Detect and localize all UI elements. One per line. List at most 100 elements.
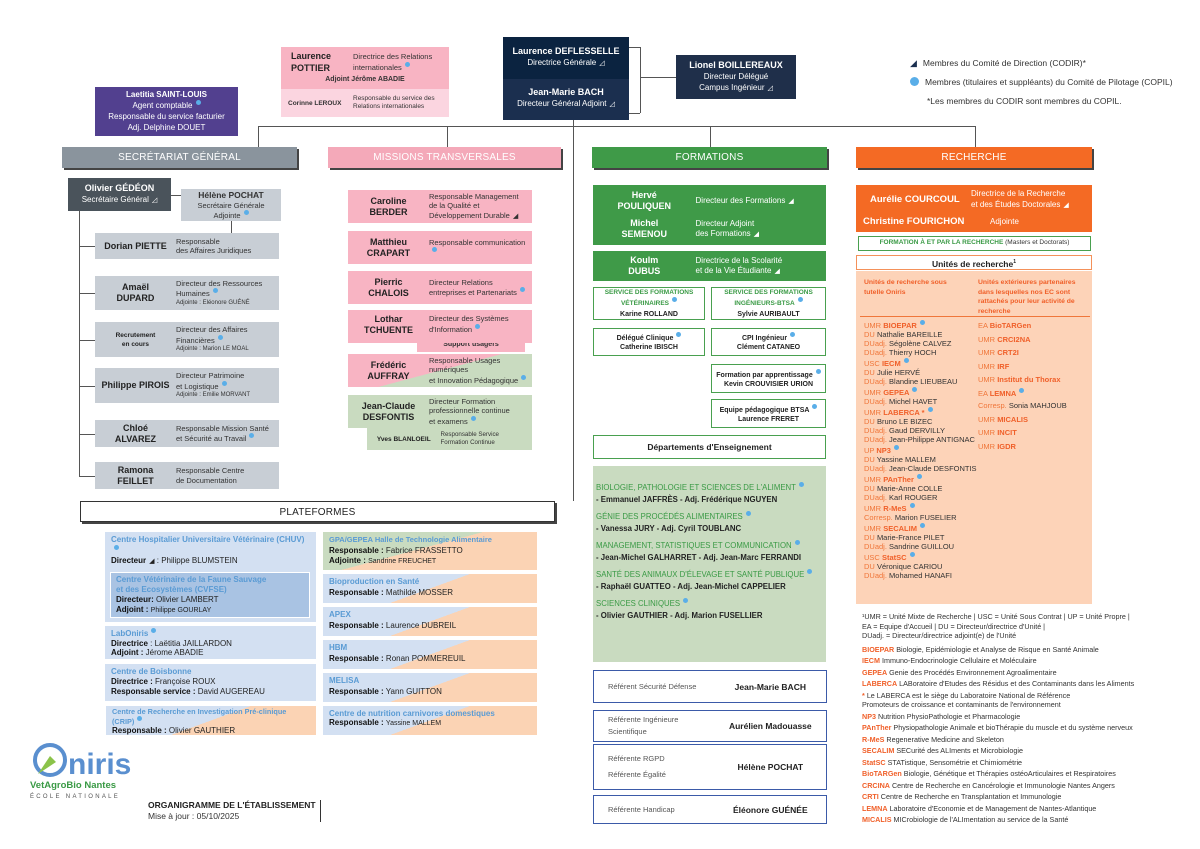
service-title: Formation par apprentissage: [712, 368, 825, 380]
unit-member: DUadj. Jean-Philippe ANTIGNAC: [864, 435, 976, 444]
member-name: Gaud DERVILLY: [889, 426, 946, 435]
glossary-item: LEMNA Laboratoire d'Economie et de Manag…: [862, 803, 1197, 815]
glossary-desc: Biologie, Epidémiologie et Analyse de Ri…: [896, 644, 1099, 654]
role: Responsable des Affaires Juridiques: [175, 236, 252, 256]
member-role: DUadj.: [864, 464, 887, 473]
service-title: Equipe pédagogique BTSA: [712, 403, 825, 415]
person-name: Sylvie AURIBAULT: [737, 310, 800, 318]
person-name: Matthieu CRAPART: [366, 236, 411, 258]
unit-member: DU Marie-France PILET: [864, 533, 976, 542]
platform-title: Centre Hospitalier Universitaire Vétérin…: [111, 535, 305, 544]
service-title-text: SERVICE DES FORMATIONS INGÉNIEURS-BTSA: [724, 288, 813, 307]
role-block: Responsable Usages numériques et Innovat…: [429, 356, 532, 386]
unit-code: StatSC: [881, 553, 907, 562]
member-role: DUadj.: [864, 339, 887, 348]
role-block: Directeur Formation professionnelle cont…: [429, 397, 532, 427]
research-unit: UMR BIOEPAR: [864, 320, 976, 330]
glossary-item: GEPEA Genie des Procédés Environnement A…: [862, 667, 1197, 679]
unit-type: UMR: [864, 321, 882, 330]
glossary-code: R-MeS: [862, 734, 885, 744]
connector: [629, 47, 640, 48]
connector: [975, 126, 976, 147]
unit-code: BioTARGen: [989, 321, 1032, 330]
glossary-desc: Centre de Recherche en Transplantation e…: [880, 792, 1062, 801]
platform-title: MELISA: [329, 676, 360, 685]
glossary-desc: Regenerative Medicine and Skeleton: [886, 734, 1004, 744]
glossary-desc: Centre de Recherche en Cancérologie et I…: [891, 780, 1115, 790]
person-name: Yves BLANLOEIL: [376, 435, 431, 443]
glossary-code: CRCINA: [862, 780, 890, 790]
research-unit: UMR LABERCA *: [864, 407, 976, 417]
unit-code: Institut du Thorax: [997, 375, 1061, 384]
research-unit: UMR CRT2I: [978, 347, 1090, 360]
member-name: Mohamed HANAFI: [889, 571, 952, 580]
unit-code: LEMNA: [989, 388, 1017, 398]
role: Directeur:: [116, 595, 154, 604]
member-role: DU: [864, 330, 875, 339]
unit-type: USC: [864, 553, 880, 562]
unit-member: DUadj. Thierry HOCH: [864, 348, 976, 357]
copil-dot-icon: [903, 358, 909, 363]
unit-code: LABERCA *: [883, 408, 925, 417]
copil-dot-icon: [919, 523, 925, 528]
role: Directrice: [111, 638, 148, 648]
glossary-code: IECM: [862, 656, 880, 665]
unites-header: Unités de recherche1: [856, 255, 1092, 270]
role-block: Responsable Mission Santé et Sécurité au…: [176, 424, 279, 444]
copil-dot-icon: [909, 503, 915, 508]
glossary-item: CRTI Centre de Recherche en Transplantat…: [862, 791, 1197, 803]
departement-people: - Raphaël GUATTEO - Adj. Jean-Michel CAP…: [596, 582, 786, 591]
service-title: CPI Ingénieur: [712, 332, 825, 343]
research-unit: UP NP3: [864, 445, 976, 455]
unit-code: CRCI2NA: [997, 334, 1031, 344]
glossary-code: LEMNA: [862, 803, 888, 813]
person-name: Laurence DUBREIL: [385, 620, 457, 630]
mission-sub-card: Yves BLANLOEIL Responsable Service Forma…: [367, 428, 532, 450]
platform-title: GPA/GEPEA Halle de Technologie Alimentai…: [329, 535, 492, 544]
copil-dot-icon: [212, 288, 218, 293]
role: Directrice des Relations internationales: [353, 52, 433, 72]
section-header-formations: FORMATIONS: [592, 147, 827, 168]
service: Responsable du service facturier: [108, 112, 225, 121]
unit-member: DUadj. Jean-Claude DESFONTIS: [864, 464, 977, 473]
sg-staff-card: Dorian PIETTE Responsable des Affaires Ju…: [95, 233, 279, 259]
departement-name: MANAGEMENT, STATISTIQUES ET COMMUNICATIO…: [596, 541, 792, 550]
person-name: Ronan POMMEREUIL: [385, 653, 466, 663]
copil-dot-icon: [683, 598, 689, 603]
departement-title: SANTÉ DES ANIMAUX D'ÉLEVAGE ET SANTÉ PUB…: [596, 569, 823, 580]
unit-code: IGDR: [997, 441, 1016, 451]
member-role: Corresp.: [864, 513, 893, 522]
member-name: Bruno LE BIZEC: [876, 417, 933, 426]
role: Responsable :: [112, 726, 167, 735]
connector: [79, 433, 95, 435]
member-name: Julie HERVÉ: [876, 368, 921, 377]
copil-dot-icon: [151, 628, 157, 633]
unit-code: PAnTher: [883, 475, 914, 484]
glossary-desc: MICrobiologie de l'ALImentation au servi…: [893, 815, 1069, 824]
role: Responsable :: [329, 587, 384, 597]
role: Secrétaire Générale Adjointe: [197, 200, 265, 221]
person-name: Corinne LEROUX: [288, 100, 342, 107]
referent-role: Référente Handicap: [608, 804, 675, 814]
unit-member: DUadj. Ségolène CALVEZ: [864, 339, 976, 348]
departement-people: - Jean-Michel GALHARRET - Adj. Jean-Marc…: [596, 553, 802, 562]
departement-people: - Vanessa JURY - Adj. Cyril TOUBLANC: [596, 524, 742, 533]
legend-codir: Membres du Comité de Direction (CODIR)*: [922, 58, 1086, 68]
role: Responsable :: [329, 686, 384, 696]
person-name: Ramona FEILLET: [117, 464, 154, 486]
ri-card: Laurence POTTIER Directrice des Relation…: [281, 47, 449, 89]
glossary-item: NP3 Nutrition PhysioPathologie et Pharma…: [862, 711, 1197, 723]
member-name: Sandrine GUILLOU: [889, 542, 955, 551]
copil-dot-icon: [249, 433, 255, 438]
role: Directeur des Ressources Humaines: [175, 278, 263, 299]
person-name: Dorian PIETTE: [104, 240, 167, 251]
unit-type: UP: [864, 446, 875, 455]
member-role: DUadj.: [864, 426, 887, 435]
person-name: Philippe PIROIS: [101, 380, 170, 390]
copil-dot-icon: [909, 552, 915, 557]
member-name: Véronique CARIOU: [876, 562, 943, 571]
glossary-code: CRTI: [862, 792, 879, 801]
connector: [79, 385, 95, 387]
